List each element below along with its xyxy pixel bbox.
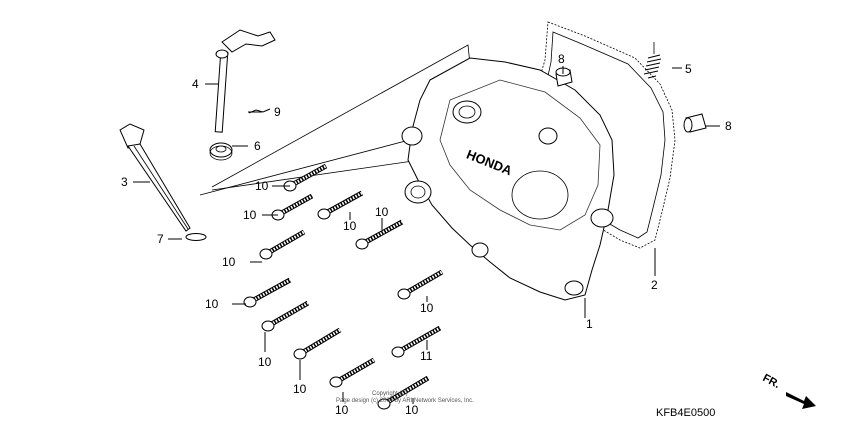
dowel-pin-right <box>683 113 707 133</box>
bolt-thread <box>383 376 429 406</box>
label-part-10: 10 <box>420 301 434 315</box>
bolt-thread <box>335 358 375 384</box>
bolt-head <box>329 376 343 388</box>
copyright-line-1: Copyright (C) <box>372 391 408 397</box>
label-part-8-right: 8 <box>725 119 732 133</box>
bolt-head <box>355 238 369 250</box>
label-part-10: 10 <box>205 297 219 311</box>
label-part-4: 4 <box>192 77 199 91</box>
bolt-head <box>293 348 307 360</box>
bolt-thread <box>289 164 327 188</box>
label-part-11: 11 <box>420 349 433 363</box>
label-part-10: 10 <box>258 355 272 369</box>
label-part-10: 10 <box>293 382 307 396</box>
shift-shaft <box>214 29 276 133</box>
bolt-thread <box>277 194 313 217</box>
label-part-10: 10 <box>405 403 419 417</box>
label-part-8-top: 8 <box>558 52 565 66</box>
oil-seal <box>209 142 233 161</box>
bolt-head <box>243 296 257 308</box>
spring <box>643 42 662 79</box>
bolt-head <box>397 288 411 300</box>
label-part-9: 9 <box>274 105 281 119</box>
bolt-head <box>317 208 331 220</box>
part-number-labels: 1 2 3 4 5 6 7 8 8 9 10 10 10 10 10 10 10… <box>121 52 732 417</box>
bolt-head <box>391 346 405 358</box>
label-part-10: 10 <box>343 219 357 233</box>
bolt-thread <box>403 270 443 296</box>
bolt-head <box>377 398 391 410</box>
label-part-6: 6 <box>254 139 261 153</box>
bolt-shaft <box>266 300 310 329</box>
bolt-shaft <box>298 327 342 357</box>
label-part-10: 10 <box>375 205 389 219</box>
label-part-10: 10 <box>255 179 269 193</box>
bolt-thread <box>265 230 305 256</box>
label-part-10: 10 <box>335 403 349 417</box>
label-part-5: 5 <box>685 62 692 76</box>
bolt-thread <box>323 191 363 216</box>
dowel-pin-top <box>555 67 573 87</box>
diagram-code: KFB4E0500 <box>656 407 715 419</box>
bolt-shaft <box>360 219 404 247</box>
bolt-head <box>259 248 273 260</box>
copyright-line-2: Page design (c) 2004 by ARI Network Serv… <box>336 398 474 404</box>
label-part-10: 10 <box>222 255 236 269</box>
bolt-thread <box>397 326 441 354</box>
crankcase-cover: HONDA <box>401 57 615 301</box>
label-part-7: 7 <box>157 232 164 246</box>
front-direction-arrow: FR. <box>761 372 816 409</box>
arrow-icon <box>786 392 816 409</box>
label-part-2: 2 <box>651 278 658 292</box>
label-part-3: 3 <box>121 175 128 189</box>
oil-dipstick <box>119 123 191 232</box>
bolt-shaft <box>248 277 292 305</box>
bolt-head <box>261 320 275 332</box>
bolt-group <box>243 163 444 410</box>
o-ring <box>185 233 207 241</box>
leader-lines <box>133 66 720 404</box>
label-part-1: 1 <box>586 317 593 331</box>
direction-label: FR. <box>761 372 782 391</box>
label-part-10: 10 <box>243 208 257 222</box>
